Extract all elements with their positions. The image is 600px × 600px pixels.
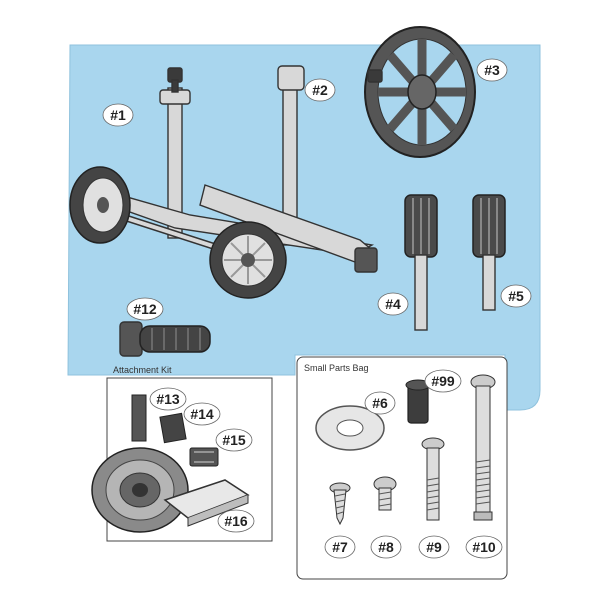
tube-adapter-4 [404,194,438,331]
svg-text:#10: #10 [472,539,496,555]
wheel-left [69,166,131,244]
attachment-kit-title: Attachment Kit [113,365,172,375]
frame-collar-right [277,65,305,91]
bushing [407,384,429,424]
label-p1: #1 [102,103,134,127]
buckle-15 [189,447,219,467]
label-p3: #3 [476,58,508,82]
svg-text:#6: #6 [372,395,388,411]
reel-end-wheel-knob [367,69,383,83]
svg-text:#3: #3 [484,62,500,78]
label-p10: #10 [465,535,503,559]
wheel-right [209,221,287,299]
frame-end-cap [354,247,378,273]
label-p5: #5 [500,284,532,308]
bolt-10 [470,374,496,521]
label-p6: #6 [364,391,396,415]
svg-text:#16: #16 [224,513,248,529]
label-p8: #8 [370,535,402,559]
svg-text:#2: #2 [312,82,328,98]
label-p12: #12 [126,297,164,321]
reel-end-wheel [364,26,476,158]
svg-text:#9: #9 [426,539,442,555]
label-p16: #16 [217,509,255,533]
svg-text:#5: #5 [508,288,524,304]
label-p99: #99 [424,369,462,393]
label-p14: #14 [183,402,221,426]
svg-text:#1: #1 [110,107,126,123]
small-parts [315,374,496,526]
svg-text:#4: #4 [385,296,401,312]
frame-stand-assembly [69,65,378,299]
bolt-9 [421,437,445,521]
small-parts-bag-title: Small Parts Bag [304,363,369,373]
svg-text:#7: #7 [332,539,348,555]
svg-text:#12: #12 [133,301,157,317]
strap-14 [159,412,187,444]
screw-8 [373,476,397,511]
screw-7 [329,482,351,526]
svg-text:#13: #13 [156,391,180,407]
strap-13 [131,394,147,442]
label-p4: #4 [377,292,409,316]
svg-text:#14: #14 [190,406,214,422]
label-p7: #7 [324,535,356,559]
label-p2: #2 [304,78,336,102]
handle-grip [119,321,211,357]
svg-text:#8: #8 [378,539,394,555]
attachment-kit-parts [91,394,250,533]
label-p9: #9 [418,535,450,559]
label-p15: #15 [215,428,253,452]
tube-adapter-5 [472,194,506,311]
svg-text:#99: #99 [431,373,455,389]
svg-text:#15: #15 [222,432,246,448]
label-p13: #13 [149,387,187,411]
